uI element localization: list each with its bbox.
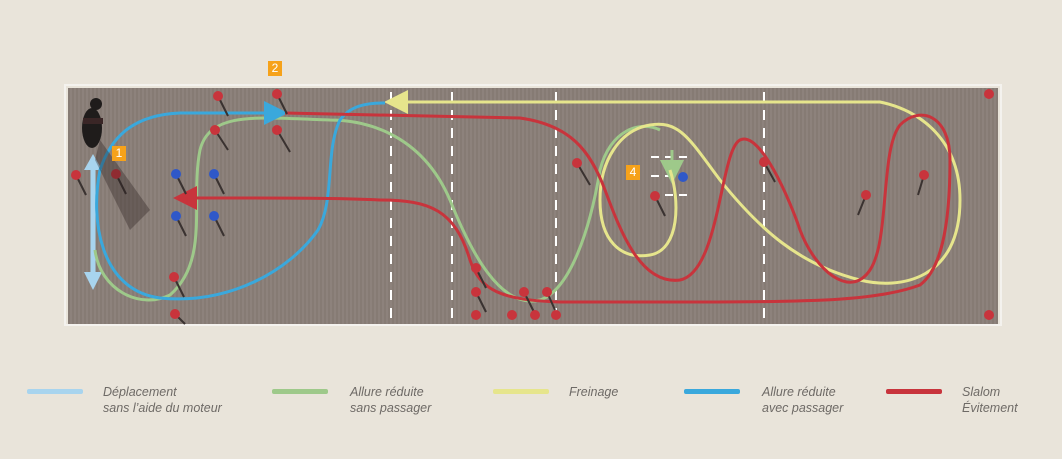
cone-blue <box>209 169 225 195</box>
legend-label: Allure réduite avec passager <box>762 385 844 415</box>
track-border <box>64 84 1002 326</box>
cone-blue <box>171 169 187 195</box>
legend-swatch <box>27 389 83 394</box>
legend-swatch <box>493 389 549 394</box>
cone-red <box>471 263 487 289</box>
legend-item-push-no-motor: Déplacement sans l’aide du moteur <box>27 384 247 424</box>
cone-red <box>542 287 556 311</box>
cone-red <box>551 310 561 320</box>
cone-blue <box>209 211 225 237</box>
cone-red <box>530 310 540 320</box>
cone-red <box>210 125 229 151</box>
lane-dividers <box>390 92 765 322</box>
marker-2: 2 <box>268 61 282 76</box>
legend-item-braking: Freinage <box>493 384 643 424</box>
marker-4: 4 <box>626 165 640 180</box>
red-cones <box>71 89 994 325</box>
cone-red <box>984 89 994 99</box>
path-reduced-speed-with-passenger <box>95 101 386 301</box>
legend-label: Freinage <box>569 385 619 399</box>
legend-swatch <box>684 389 740 394</box>
path-push-no-motor <box>84 154 102 290</box>
legend-item-reduced-with-passenger: Allure réduite avec passager <box>684 384 884 424</box>
cone-red <box>519 287 535 313</box>
cone-red <box>984 310 994 320</box>
cone-red <box>169 272 185 298</box>
legend-item-slalom-avoidance: Slalom Évitement <box>886 384 1046 424</box>
cone-red <box>650 191 666 217</box>
cone-blue <box>678 172 688 182</box>
cone-red <box>917 170 929 196</box>
path-reduced-speed-no-passenger <box>93 116 661 303</box>
legend-label: Slalom Évitement <box>962 385 1018 415</box>
cone-red <box>471 310 481 320</box>
path-braking <box>400 100 962 285</box>
legend-swatch <box>886 389 942 394</box>
cone-red <box>857 190 871 216</box>
marker-1: 1 <box>112 146 126 161</box>
track-surface <box>68 88 998 324</box>
rider-icon <box>82 98 150 230</box>
cone-red <box>471 287 487 313</box>
cone-red <box>111 169 127 195</box>
legend-label: Déplacement sans l’aide du moteur <box>103 385 222 415</box>
path-slalom-avoidance <box>173 111 952 304</box>
cone-red <box>213 91 229 117</box>
blue-cones <box>171 169 688 237</box>
cone-red <box>272 125 291 153</box>
cone-red <box>71 170 87 196</box>
cone-red <box>759 157 776 183</box>
cone-red <box>272 89 288 115</box>
legend-label: Allure réduite sans passager <box>350 385 432 415</box>
cone-red <box>572 158 591 186</box>
legend-swatch <box>272 389 328 394</box>
cone-blue <box>171 211 187 237</box>
cone-red <box>170 309 186 325</box>
cone-red <box>507 310 517 320</box>
legend-item-reduced-no-passenger: Allure réduite sans passager <box>272 384 472 424</box>
